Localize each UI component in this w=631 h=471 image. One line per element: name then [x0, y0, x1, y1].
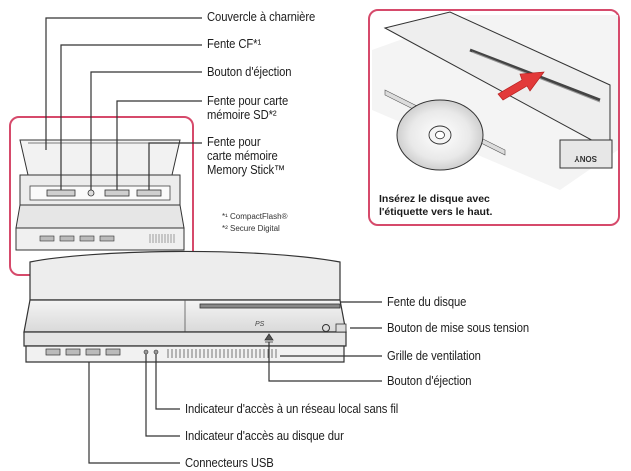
label-ms-slot-line1: Fente pour	[207, 135, 261, 149]
label-sd-slot-line1: Fente pour carte	[207, 94, 289, 108]
footnote-compactflash: *¹ CompactFlash®	[222, 212, 288, 221]
inset-caption-line1: Insérez le disque avec	[379, 193, 490, 205]
eject-button-small-shape	[87, 189, 95, 197]
footnote-secure-digital: *² Secure Digital	[222, 224, 280, 233]
inset-caption-line2: l'étiquette vers le haut.	[379, 206, 493, 218]
svg-text:PS: PS	[255, 321, 265, 328]
vent-grille-shape	[167, 349, 277, 358]
label-power-button: Bouton de mise sous tension	[387, 321, 530, 335]
ms-slot-shape	[136, 189, 162, 197]
top-leader-lines	[45, 17, 202, 190]
label-sd-slot-line2: mémoire SD*²	[207, 108, 277, 122]
label-vent: Grille de ventilation	[387, 349, 481, 363]
open-cover-illustration	[15, 139, 185, 251]
disc-inset-illustration: SONY	[372, 11, 618, 190]
label-hinged-cover: Couvercle à charnière	[207, 10, 316, 24]
label-disc-slot: Fente du disque	[387, 295, 467, 309]
label-cf-slot: Fente CF*¹	[207, 37, 262, 51]
sd-slot-shape	[104, 189, 130, 197]
cf-slot-shape	[46, 189, 76, 197]
disc-slot-shape	[199, 303, 341, 309]
bottom-leader-lines	[88, 354, 180, 464]
power-icon	[322, 324, 330, 332]
label-ms-slot-line2: carte mémoire	[207, 149, 278, 163]
label-ms-slot: Fente pour carte mémoire Memory Stick™	[207, 135, 285, 177]
label-eject-button-top: Bouton d'éjection	[207, 65, 292, 79]
label-wifi-indicator: Indicateur d'accès à un réseau local san…	[185, 402, 399, 416]
insert-arrow-icon	[497, 71, 545, 101]
inset-caption: Insérez le disque avec l'étiquette vers …	[379, 193, 492, 219]
label-hdd-indicator: Indicateur d'accès au disque dur	[185, 429, 344, 443]
label-eject-button-bottom: Bouton d'éjection	[387, 374, 472, 388]
sony-logo: SONY	[574, 154, 597, 163]
right-leader-lines	[268, 301, 382, 382]
console-illustration: PS	[23, 250, 347, 363]
label-usb: Connecteurs USB	[185, 456, 274, 470]
label-sd-slot: Fente pour carte mémoire SD*²	[207, 94, 288, 122]
label-ms-slot-line3: Memory Stick™	[207, 163, 286, 177]
